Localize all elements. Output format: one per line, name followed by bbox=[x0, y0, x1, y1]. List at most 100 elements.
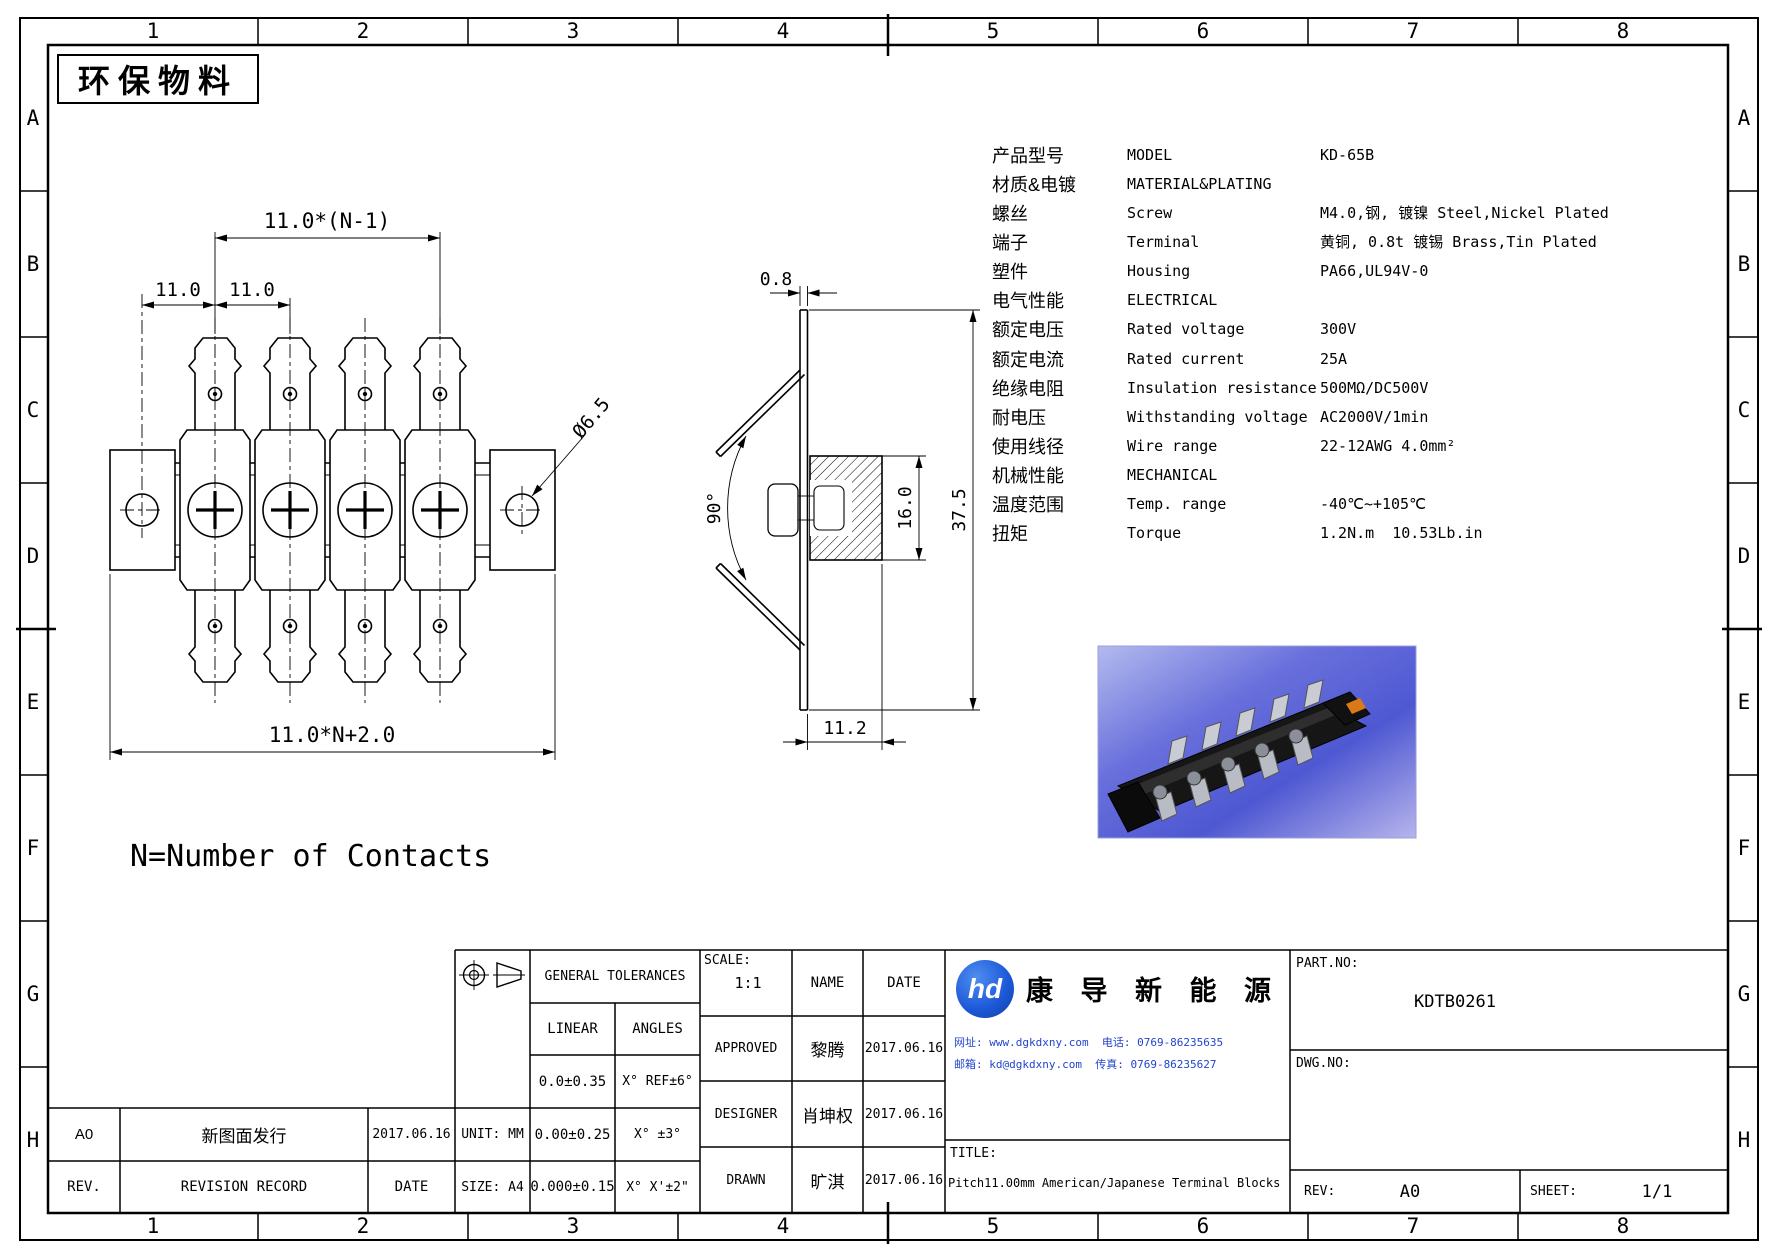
spec-value: 300V bbox=[1320, 320, 1357, 339]
drawing-title: Pitch11.00mm American/Japanese Terminal … bbox=[948, 1176, 1281, 1190]
scale-label: SCALE: bbox=[704, 953, 751, 968]
size-cell: SIZE: A4 bbox=[461, 1179, 524, 1195]
title-label: TITLE: bbox=[950, 1145, 997, 1161]
tab-plate bbox=[799, 309, 809, 711]
spec-label-en: Rated current bbox=[1127, 349, 1245, 368]
zone-col: 3 bbox=[566, 18, 580, 43]
spec-value: 1.2N.m 10.53Lb.in bbox=[1320, 524, 1483, 543]
drawn-date: 2017.06.16 bbox=[864, 1172, 944, 1188]
spec-label-en: Insulation resistance bbox=[1127, 378, 1317, 397]
spec-label-cn: 使用线径 bbox=[992, 436, 1064, 457]
zone-col: 5 bbox=[986, 1214, 1000, 1238]
revision-date-header: DATE bbox=[394, 1179, 429, 1195]
approved-label: APPROVED bbox=[714, 1041, 778, 1056]
dim-total-width: 11.0*N+2.0 bbox=[269, 723, 395, 747]
spec-label-en: Screw bbox=[1127, 203, 1173, 222]
zone-col: 1 bbox=[146, 1214, 160, 1238]
rev-label: REV: bbox=[1304, 1184, 1336, 1199]
zone-row: D bbox=[26, 544, 40, 568]
revision-col-header: REV. bbox=[67, 1179, 101, 1195]
terminal-block-photo bbox=[1107, 679, 1371, 833]
tolerance-linear-value: 0.00±0.25 bbox=[534, 1126, 611, 1143]
zone-col: 8 bbox=[1616, 1214, 1630, 1238]
spec-label-en: Temp. range bbox=[1127, 495, 1227, 514]
dim-depth: 11.2 bbox=[823, 718, 866, 739]
spec-value: 500MΩ/DC500V bbox=[1320, 378, 1429, 397]
zone-row: E bbox=[26, 690, 40, 714]
zone-row: F bbox=[26, 836, 40, 860]
rev-value: A0 bbox=[1399, 1181, 1421, 1202]
unit-cell: UNIT: MM bbox=[461, 1127, 524, 1142]
designer-label: DESIGNER bbox=[714, 1106, 778, 1122]
spec-label-cn: 端子 bbox=[992, 232, 1028, 253]
eco-material-stamp: 环保物料 bbox=[57, 54, 259, 104]
part-no-value: KDTB0261 bbox=[1414, 992, 1496, 1012]
dim-hole-diameter: Ø6.5 bbox=[568, 394, 614, 443]
company-name: 康 导 新 能 源 bbox=[1026, 975, 1282, 1006]
approved-date: 2017.06.16 bbox=[864, 1041, 944, 1056]
dim-pitch-1: 11.0 bbox=[155, 279, 201, 301]
zone-row: G bbox=[26, 982, 40, 1006]
mounting-hole-left bbox=[120, 294, 164, 538]
revision-date: 2017.06.16 bbox=[372, 1127, 451, 1142]
spec-label-cn: 绝缘电阻 bbox=[992, 378, 1064, 399]
designer-name: 肖坤权 bbox=[802, 1106, 853, 1126]
contacts-note: N=Number of Contacts bbox=[130, 838, 492, 874]
spec-value: -40℃~+105℃ bbox=[1320, 495, 1426, 514]
mounting-hole-right bbox=[500, 486, 544, 534]
zone-row: E bbox=[1737, 690, 1751, 714]
dim-inner-height: 16.0 bbox=[895, 486, 916, 529]
sheet-value: 1/1 bbox=[1641, 1181, 1673, 1202]
spec-row: 螺丝 Screw M4.0,钢, 镀镍 Steel,Nickel Plated bbox=[992, 198, 1612, 227]
spec-label-en: MECHANICAL bbox=[1127, 466, 1218, 485]
zone-row: C bbox=[26, 398, 40, 422]
tolerance-linear-value: 0.0±0.35 bbox=[538, 1073, 607, 1090]
spec-label-cn: 产品型号 bbox=[992, 145, 1064, 166]
tolerance-linear-value: 0.000±0.15 bbox=[530, 1179, 615, 1195]
designer-date: 2017.06.16 bbox=[864, 1106, 944, 1122]
zone-col: 2 bbox=[356, 18, 370, 43]
spec-row: 额定电压 Rated voltage 300V bbox=[992, 315, 1612, 344]
company-contact-line2: 邮箱: kd@dgkdxny.com 传真: 0769-86235627 bbox=[954, 1058, 1217, 1071]
zone-row: C bbox=[1737, 398, 1751, 422]
dim-total-height: 37.5 bbox=[949, 488, 970, 531]
spec-label-en: Rated voltage bbox=[1127, 320, 1245, 339]
spec-label-cn: 电气性能 bbox=[992, 291, 1064, 312]
sheet-label: SHEET: bbox=[1530, 1184, 1577, 1199]
dim-pitch-2: 11.0 bbox=[229, 279, 275, 301]
front-view-drawing: 11.0*(N-1) 11.0 11.0 Ø6.5 11.0*N+2.0 bbox=[109, 209, 615, 760]
spec-label-en: MODEL bbox=[1127, 145, 1173, 164]
zone-col: 4 bbox=[776, 18, 790, 43]
spec-label-cn: 塑件 bbox=[992, 262, 1028, 283]
company-contact-line1: 网址: www.dgkdxny.com 电话: 0769-86235635 bbox=[954, 1036, 1224, 1049]
projection-symbol bbox=[459, 960, 525, 990]
revision-description: 新图面发行 bbox=[201, 1127, 287, 1146]
spec-label-en: ELECTRICAL bbox=[1127, 291, 1218, 310]
spec-value: M4.0,钢, 镀镍 Steel,Nickel Plated bbox=[1320, 204, 1609, 223]
tolerance-angles-header: ANGLES bbox=[632, 1021, 683, 1037]
front-view-dimensions: 11.0*(N-1) 11.0 11.0 Ø6.5 11.0*N+2.0 bbox=[109, 209, 615, 760]
spec-label-en: Torque bbox=[1127, 524, 1182, 543]
zone-row: F bbox=[1737, 836, 1751, 860]
zone-row: G bbox=[1737, 982, 1751, 1006]
drawn-name: 旷淇 bbox=[810, 1172, 845, 1192]
revision-record-header: REVISION RECORD bbox=[180, 1179, 308, 1195]
zone-col: 5 bbox=[986, 18, 1000, 43]
spec-label-cn: 材质&电镀 bbox=[992, 174, 1077, 195]
spec-label-cn: 额定电流 bbox=[992, 349, 1064, 370]
spec-label-cn: 螺丝 bbox=[992, 203, 1028, 224]
drawn-label: DRAWN bbox=[726, 1172, 766, 1188]
zone-row: A bbox=[26, 106, 40, 130]
spec-label-cn: 额定电压 bbox=[992, 320, 1064, 341]
spec-value: AC2000V/1min bbox=[1320, 407, 1429, 426]
